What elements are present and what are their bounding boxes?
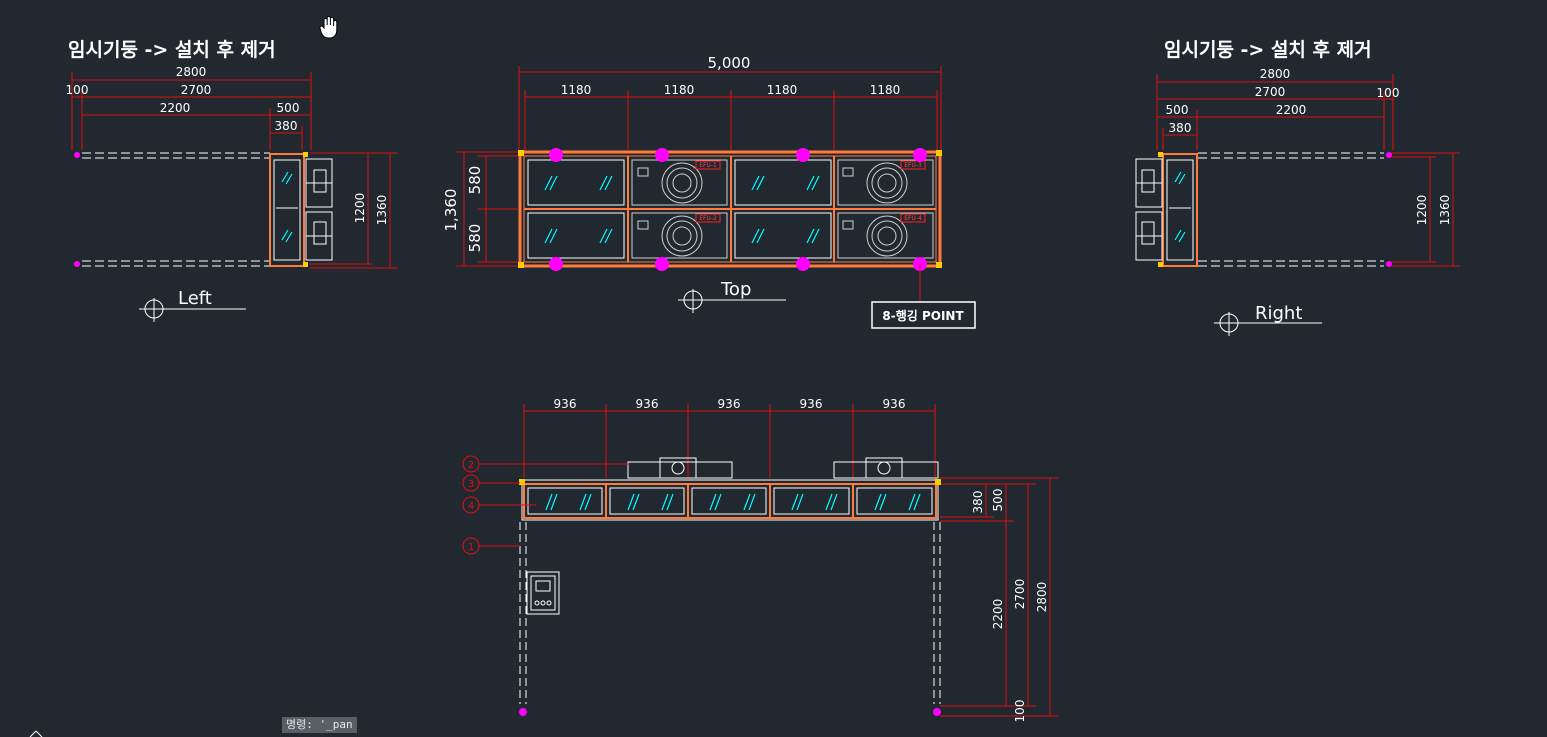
front-dim-2200: 2200 <box>991 599 1005 630</box>
top-dim-module-4: 1180 <box>870 83 901 97</box>
hanging-point-icon <box>655 148 669 162</box>
view-symbol-icon <box>139 298 246 322</box>
right-dim-100: 100 <box>1377 86 1400 100</box>
left-dim-1360: 1360 <box>375 195 389 226</box>
left-dim-2200: 2200 <box>160 101 191 115</box>
front-dim-module-1: 936 <box>554 397 577 411</box>
left-dim-2800: 2800 <box>176 65 207 79</box>
right-view-heading: 임시기둥 -> 설치 후 제거 <box>1164 39 1372 61</box>
command-line[interactable]: 명령: '_pan <box>282 717 357 733</box>
hanging-point-icon <box>933 708 941 716</box>
right-dim-1360: 1360 <box>1438 195 1452 226</box>
top-dim-module-2: 1180 <box>664 83 695 97</box>
hanging-point-icon <box>796 148 810 162</box>
view-symbol-icon <box>678 289 786 313</box>
top-dim-overall: 5,000 <box>708 54 751 72</box>
front-dim-500: 500 <box>991 489 1005 512</box>
pan-hand-icon <box>318 14 342 44</box>
unit-tag-2: EFU-2 <box>699 215 717 222</box>
top-dim-height-total: 1,360 <box>442 189 460 232</box>
hanging-point-icon <box>1386 261 1392 267</box>
hanging-point-icon <box>74 261 80 267</box>
left-dim-380: 380 <box>275 119 298 133</box>
top-dim-module-1: 1180 <box>561 83 592 97</box>
left-dim-2700: 2700 <box>181 83 212 97</box>
left-dim-1200: 1200 <box>353 193 367 224</box>
hanging-point-icon <box>913 148 927 162</box>
front-dim-380: 380 <box>971 491 985 514</box>
view-label-top: Top <box>720 279 751 300</box>
hanging-point-label: 8-행깅 POINT <box>882 308 964 323</box>
callout-4: 4 <box>468 501 474 512</box>
unit-tag-4: EFU-4 <box>904 215 922 222</box>
ucs-icon <box>29 730 43 737</box>
control-panel-icon <box>526 571 560 615</box>
unit-tag-3: EFU-3 <box>904 162 922 169</box>
top-dim-height-lower: 580 <box>466 224 484 253</box>
left-dim-500: 500 <box>277 101 300 115</box>
view-label-right: Right <box>1255 303 1302 324</box>
hanging-point-icon <box>655 257 669 271</box>
left-view: 임시기둥 -> 설치 후 제거 2800 100 2700 2200 500 3… <box>66 39 398 322</box>
top-dim-module-3: 1180 <box>767 83 798 97</box>
hanging-point-icon <box>796 257 810 271</box>
hanging-point-icon <box>549 257 563 271</box>
right-dim-2800: 2800 <box>1260 67 1291 81</box>
view-label-left: Left <box>178 288 212 309</box>
right-dim-2200: 2200 <box>1276 103 1307 117</box>
hanging-point-icon <box>1386 152 1392 158</box>
front-view: 936 936 936 936 936 380 500 2200 2700 28… <box>462 397 1058 723</box>
right-dim-500: 500 <box>1166 103 1189 117</box>
front-dim-2700: 2700 <box>1013 579 1027 610</box>
front-dim-2800: 2800 <box>1035 582 1049 613</box>
top-dim-height-upper: 580 <box>466 166 484 195</box>
front-dim-module-3: 936 <box>718 397 741 411</box>
front-dim-module-5: 936 <box>883 397 906 411</box>
callout-2: 2 <box>468 460 474 471</box>
hanging-point-icon <box>549 148 563 162</box>
callout-bubble-icon <box>462 455 480 473</box>
left-view-heading: 임시기둥 -> 설치 후 제거 <box>68 39 276 61</box>
callout-1: 1 <box>468 542 474 553</box>
front-dim-100: 100 <box>1013 700 1027 723</box>
front-dim-module-2: 936 <box>636 397 659 411</box>
right-dim-380: 380 <box>1169 121 1192 135</box>
hanging-point-icon <box>519 708 527 716</box>
front-dim-module-4: 936 <box>800 397 823 411</box>
top-view: 5,000 1180 1180 1180 1180 1,360 580 580 <box>442 54 976 329</box>
right-dim-2700: 2700 <box>1255 85 1286 99</box>
hanging-point-icon <box>74 152 80 158</box>
callout-3: 3 <box>468 479 474 490</box>
hanging-point-tag <box>871 301 976 329</box>
left-dim-100: 100 <box>66 83 89 97</box>
view-symbol-icon <box>1214 312 1322 336</box>
right-dim-1200: 1200 <box>1415 195 1429 226</box>
right-view: 임시기둥 -> 설치 후 제거 2800 2700 100 500 2200 3… <box>1135 39 1460 336</box>
unit-tag-1: EFU-1 <box>699 162 717 169</box>
command-line-text: 명령: '_pan <box>286 718 353 731</box>
